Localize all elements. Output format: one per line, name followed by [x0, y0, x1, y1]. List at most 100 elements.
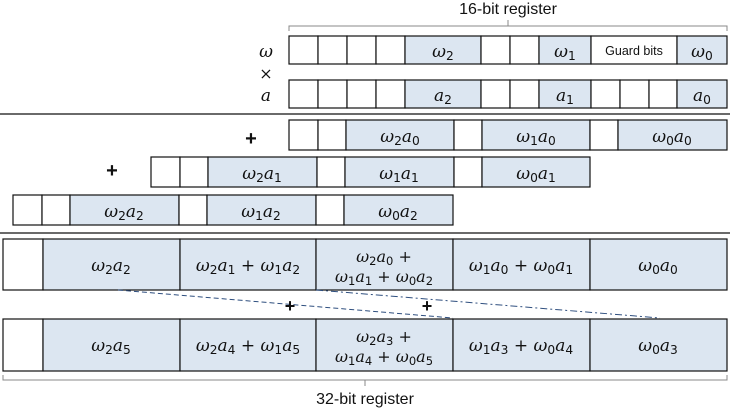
register-cell — [41, 194, 71, 226]
a0-cell — [676, 79, 728, 109]
register-cell — [288, 79, 319, 109]
register-cell — [509, 35, 540, 65]
result-1-c3-line2: ω1a1 + ω0a2 — [335, 267, 433, 288]
top-register-label: 16-bit register — [459, 1, 557, 18]
register-cell — [480, 79, 511, 109]
register-cell — [2, 318, 44, 372]
a2-label: a2 — [434, 86, 452, 107]
result-2-c3-line2: ω1a4 + ω0a5 — [335, 347, 433, 368]
register-cell — [590, 79, 621, 109]
register-cell — [317, 119, 347, 151]
partial-product-row-2 — [150, 156, 591, 188]
w2a2-cell — [69, 194, 180, 226]
result-1-c4-label: ω1a0 + ω0a1 — [469, 256, 573, 277]
w0a2-label: ω0a2 — [378, 202, 418, 223]
w1-label: ω1 — [554, 42, 576, 63]
register-cell — [480, 35, 511, 65]
register-cell — [453, 119, 483, 151]
result-2-c1-label: ω2a5 — [91, 336, 131, 357]
result-cell-w1a0-w0a1 — [452, 238, 591, 291]
register-cell — [288, 35, 319, 65]
result-2-c3-line1: ω2a3 + — [356, 327, 412, 348]
result-1-c5-label: ω0a0 — [638, 256, 678, 277]
result-row-2 — [2, 318, 728, 372]
register-cell — [375, 35, 406, 65]
register-cell — [509, 79, 540, 109]
partial-product-row-1 — [288, 119, 728, 151]
register-cell — [2, 238, 44, 291]
a-register-row — [288, 79, 728, 109]
result-cell-w2a0-w1a1-w0a2 — [315, 238, 454, 291]
register-cell — [316, 156, 346, 188]
a1-label: a1 — [556, 86, 574, 107]
w1a2-label: ω1a2 — [241, 202, 281, 223]
partial-product-row-3 — [12, 194, 454, 226]
plus-sign: + — [285, 296, 296, 316]
register-cell — [375, 79, 406, 109]
result-2-c5-label: ω0a3 — [638, 336, 678, 357]
w2a2-label: ω2a2 — [104, 202, 144, 223]
plus-sign: + — [422, 296, 433, 316]
register-cell — [288, 119, 319, 151]
register-cell — [178, 194, 208, 226]
register-cell — [179, 156, 209, 188]
result-cell-w2a3-w1a4-w0a5 — [315, 318, 454, 372]
w1a1-label: ω1a1 — [379, 164, 419, 185]
top-register-brace — [288, 20, 728, 31]
result-2-c4-label: ω1a3 + ω0a4 — [469, 336, 573, 357]
result-1-c3-line1: ω2a0 + — [356, 247, 412, 268]
register-cell — [346, 35, 377, 65]
register-cell — [12, 194, 43, 226]
result-cell-w2a2 — [42, 238, 181, 291]
result-cell-w2a4-w1a5 — [179, 318, 317, 372]
plus-sign: + — [245, 128, 257, 150]
w0a0-label: ω0a0 — [652, 127, 692, 148]
w1-cell — [538, 35, 592, 65]
result-cell-w0a3 — [589, 318, 728, 372]
register-cell — [315, 194, 345, 226]
register-cell — [317, 79, 348, 109]
register-cell — [346, 79, 377, 109]
w2a0-cell — [345, 119, 455, 151]
w2a0-label: ω2a0 — [380, 127, 420, 148]
w1a0-label: ω1a0 — [516, 127, 556, 148]
register-cell — [453, 156, 483, 188]
result-cell-w0a0 — [589, 238, 728, 291]
result-row-1 — [2, 238, 728, 291]
result-1-c2-label: ω2a1 + ω1a2 — [196, 256, 300, 277]
plus-sign: + — [106, 160, 118, 182]
bottom-register-label: 32-bit register — [316, 391, 414, 408]
w0-label: ω0 — [691, 42, 713, 63]
register-cell — [648, 79, 678, 109]
w2a1-cell — [207, 156, 318, 188]
w2-cell — [404, 35, 482, 65]
w1a2-cell — [206, 194, 317, 226]
w0a1-label: ω0a1 — [516, 164, 556, 185]
omega-row-label: ω — [259, 42, 273, 62]
bottom-register-brace — [2, 375, 728, 386]
a-row-label: a — [261, 86, 271, 106]
guard-bits-cell — [590, 35, 678, 65]
shift-line-dashdot — [315, 289, 661, 319]
result-2-c2-label: ω2a4 + ω1a5 — [196, 336, 300, 357]
register-cell — [589, 119, 619, 151]
w2-label: ω2 — [432, 42, 454, 63]
a1-cell — [538, 79, 592, 109]
w0a1-cell — [481, 156, 591, 188]
math-labels: ω2 ω1 ω0 a2 a1 a0 ω2a0 ω1a0 ω0a0 ω2a1 ω1… — [91, 42, 713, 368]
register-cell — [619, 79, 650, 109]
w2a1-label: ω2a1 — [242, 164, 282, 185]
omega-register-row — [288, 35, 728, 65]
w1a0-cell — [481, 119, 591, 151]
guard-bits-label: Guard bits — [605, 44, 663, 58]
a0-label: a0 — [693, 86, 711, 107]
times-symbol: × — [259, 64, 272, 83]
w0a0-cell — [617, 119, 728, 151]
w0a2-cell — [343, 194, 454, 226]
result-1-c1-label: ω2a2 — [91, 256, 131, 277]
register-cell — [317, 35, 348, 65]
w0-cell — [676, 35, 728, 65]
register-cell — [150, 156, 181, 188]
